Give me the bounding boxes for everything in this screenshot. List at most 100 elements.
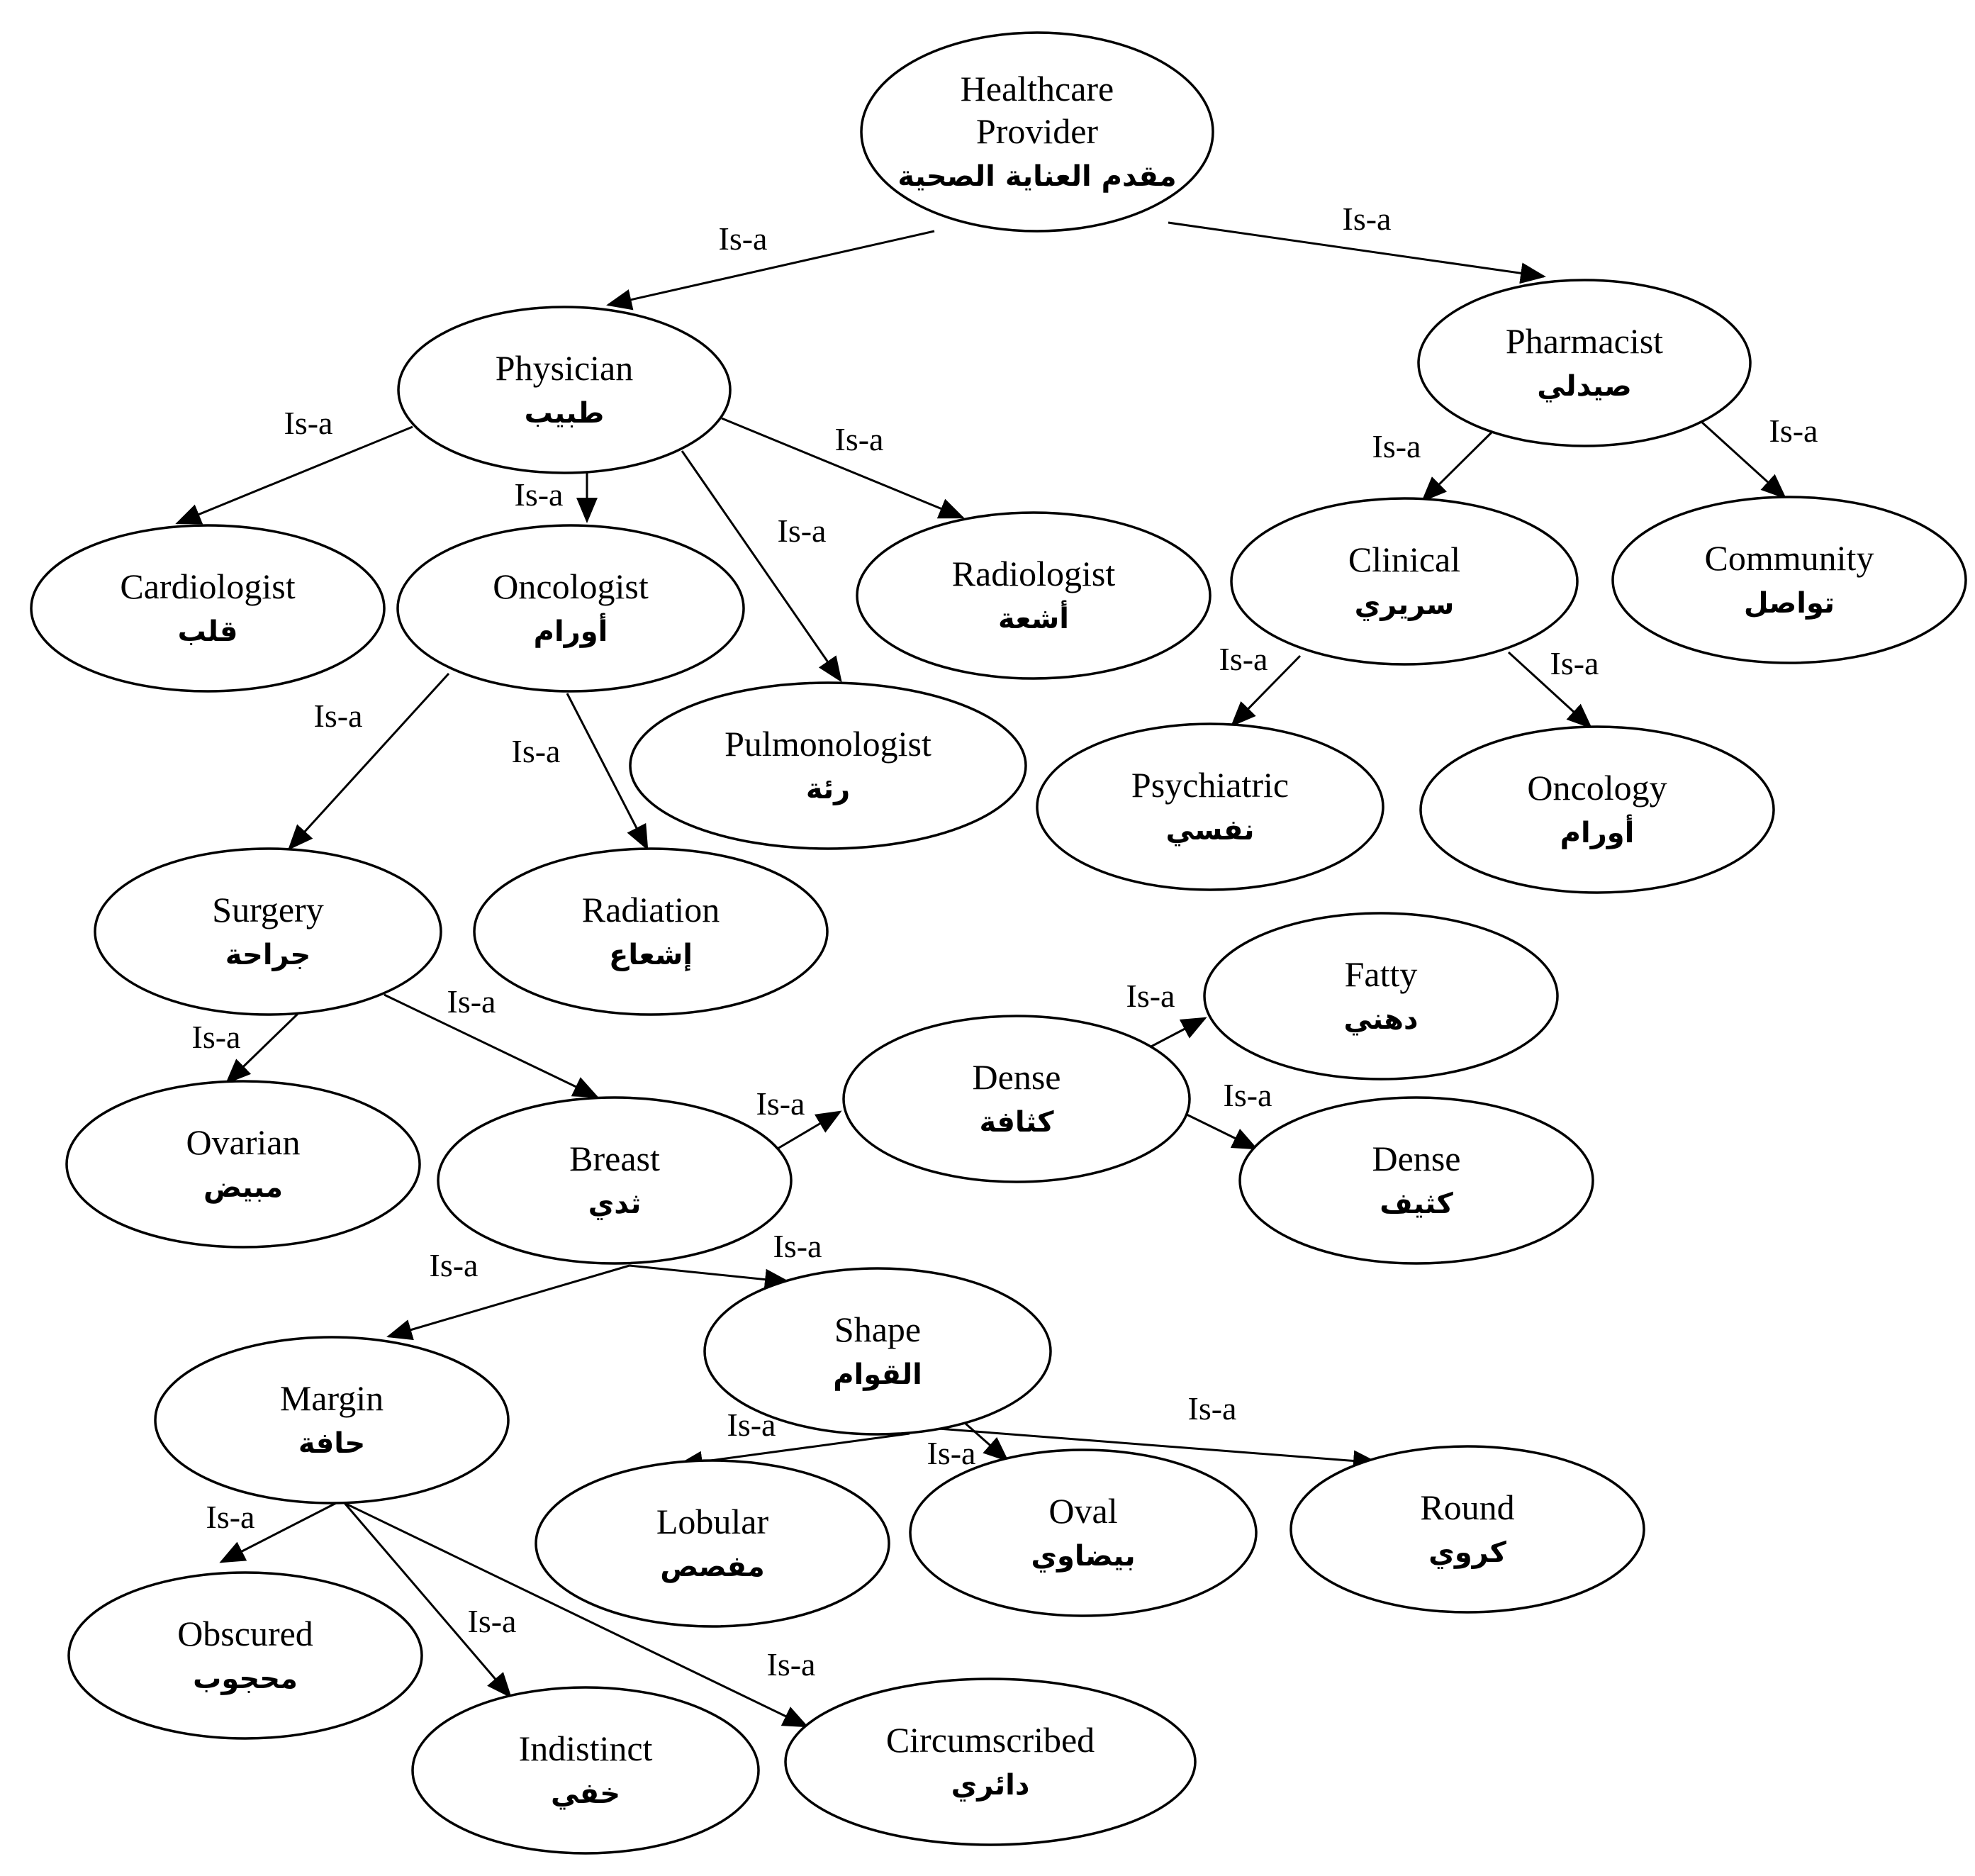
node-clinical: Clinical سريري	[1230, 497, 1579, 666]
node-ellipse-ovarian	[65, 1080, 421, 1249]
node-label-ar-dense2: كثيف	[1380, 1188, 1453, 1220]
edge-arrow-margin-circumscribed	[344, 1502, 809, 1728]
node-ellipse-pharmacist	[1417, 279, 1752, 447]
node-psychiatric: Psychiatric نفسي	[1036, 722, 1384, 891]
node-ellipse-community	[1611, 496, 1967, 664]
node-ellipse-clinical	[1230, 497, 1579, 666]
node-cardiologist: Cardiologist قلب	[30, 524, 386, 693]
node-pulmonologist: Pulmonologist رئة	[629, 681, 1027, 850]
node-label-ar-pulmonologist: رئة	[806, 773, 850, 805]
node-community: Community تواصل	[1611, 496, 1967, 664]
node-label-ar-dense1: كثافة	[979, 1106, 1054, 1139]
edge-label-dense1-dense2: Is-a	[1224, 1077, 1272, 1113]
node-label-en-healthcare: Provider	[976, 111, 1099, 151]
node-ellipse-dense2	[1238, 1096, 1594, 1265]
node-fatty: Fatty دهني	[1203, 912, 1559, 1081]
node-ellipse-surgery	[94, 847, 442, 1016]
node-label-ar-pharmacist: صيدلي	[1537, 370, 1632, 403]
edge-arrow-pharmacist-clinical	[1421, 431, 1493, 503]
node-radiologist: Radiologist أشعة	[856, 511, 1212, 680]
node-label-en-lobular: Lobular	[656, 1502, 769, 1541]
edge-label-surgery-ovarian: Is-a	[192, 1019, 241, 1055]
node-label-en-pulmonologist: Pulmonologist	[724, 724, 931, 764]
node-label-ar-obscured: محجوب	[193, 1663, 298, 1695]
node-label-en-healthcare: Healthcare	[961, 69, 1114, 108]
node-label-en-dense1: Dense	[973, 1057, 1061, 1097]
node-label-ar-radiation: إشعاع	[609, 939, 693, 971]
node-label-ar-ovarian: مبيض	[203, 1171, 283, 1204]
node-label-en-oval: Oval	[1048, 1491, 1117, 1531]
node-label-en-cardiologist: Cardiologist	[120, 566, 295, 606]
node-ellipse-breast	[437, 1096, 793, 1265]
edge-arrow-oncologist-surgery	[287, 672, 450, 851]
node-oncology: Oncology أورام	[1419, 725, 1775, 894]
edge-label-breast-margin: Is-a	[430, 1247, 479, 1283]
node-label-ar-margin: حافة	[298, 1427, 365, 1460]
node-label-en-radiation: Radiation	[582, 890, 720, 929]
node-label-en-community: Community	[1705, 538, 1874, 578]
edge-arrow-shape-round	[910, 1425, 1379, 1472]
edge-label-dense1-fatty: Is-a	[1126, 978, 1175, 1014]
node-label-ar-round: كروي	[1428, 1536, 1506, 1569]
edge-label-pharmacist-community: Is-a	[1769, 413, 1818, 449]
node-label-ar-community: تواصل	[1744, 587, 1835, 620]
node-ellipse-shape	[703, 1267, 1052, 1436]
node-ellipse-dense1	[842, 1015, 1191, 1183]
node-ellipse-margin	[154, 1336, 510, 1504]
edge-label-margin-indistinct: Is-a	[468, 1603, 517, 1639]
node-label-en-margin: Margin	[280, 1378, 384, 1418]
node-label-en-pharmacist: Pharmacist	[1506, 321, 1663, 361]
edge-arrow-margin-obscured	[219, 1500, 340, 1563]
node-label-en-circumscribed: Circumscribed	[886, 1720, 1095, 1760]
edge-arrow-clinical-oncology	[1507, 651, 1593, 730]
edge-label-shape-round: Is-a	[1188, 1390, 1237, 1426]
node-ellipse-physician	[397, 306, 732, 474]
node-label-en-clinical: Clinical	[1348, 540, 1460, 579]
edge-arrow-oncologist-radiation	[566, 693, 649, 851]
edge-arrow-dense1-dense2	[1183, 1112, 1258, 1150]
node-label-en-shape: Shape	[834, 1310, 921, 1349]
edge-arrow-surgery-breast	[384, 993, 599, 1098]
node-ellipse-psychiatric	[1036, 722, 1384, 891]
node-round: Round كروي	[1289, 1445, 1645, 1614]
node-label-ar-clinical: سريري	[1355, 588, 1455, 621]
edge-label-clinical-psychiatric: Is-a	[1219, 641, 1268, 677]
edge-arrow-physician-radiologist	[721, 417, 965, 519]
node-label-en-oncologist: Oncologist	[493, 566, 649, 606]
node-label-en-breast: Breast	[569, 1139, 660, 1178]
node-label-en-fatty: Fatty	[1345, 954, 1418, 994]
node-ellipse-radiation	[473, 847, 829, 1016]
node-label-en-oncology: Oncology	[1527, 768, 1667, 808]
edge-arrow-breast-shape	[629, 1264, 790, 1290]
edge-label-healthcare-physician: Is-a	[719, 220, 768, 257]
node-label-en-round: Round	[1420, 1487, 1514, 1527]
edge-label-physician-pulmonologist: Is-a	[778, 513, 827, 549]
node-label-ar-fatty: دهني	[1343, 1003, 1418, 1036]
node-label-ar-oncology: أورام	[1560, 814, 1635, 849]
node-label-ar-psychiatric: نفسي	[1166, 814, 1255, 847]
edge-label-margin-obscured: Is-a	[206, 1499, 255, 1535]
node-ellipse-healthcare	[860, 31, 1214, 233]
node-label-en-psychiatric: Psychiatric	[1131, 765, 1289, 805]
edge-label-oncologist-surgery: Is-a	[314, 698, 363, 734]
node-ellipse-indistinct	[411, 1686, 760, 1855]
edge-label-breast-shape: Is-a	[773, 1228, 822, 1264]
node-label-ar-radiologist: أشعة	[998, 600, 1069, 635]
edge-arrow-margin-indistinct	[343, 1502, 512, 1699]
edge-label-oncologist-radiation: Is-a	[512, 733, 561, 769]
node-label-ar-indistinct: خفي	[551, 1777, 620, 1810]
node-label-ar-cardiologist: قلب	[178, 615, 238, 648]
node-label-en-surgery: Surgery	[212, 890, 323, 929]
node-label-en-radiologist: Radiologist	[952, 554, 1116, 593]
node-ellipse-radiologist	[856, 511, 1212, 680]
